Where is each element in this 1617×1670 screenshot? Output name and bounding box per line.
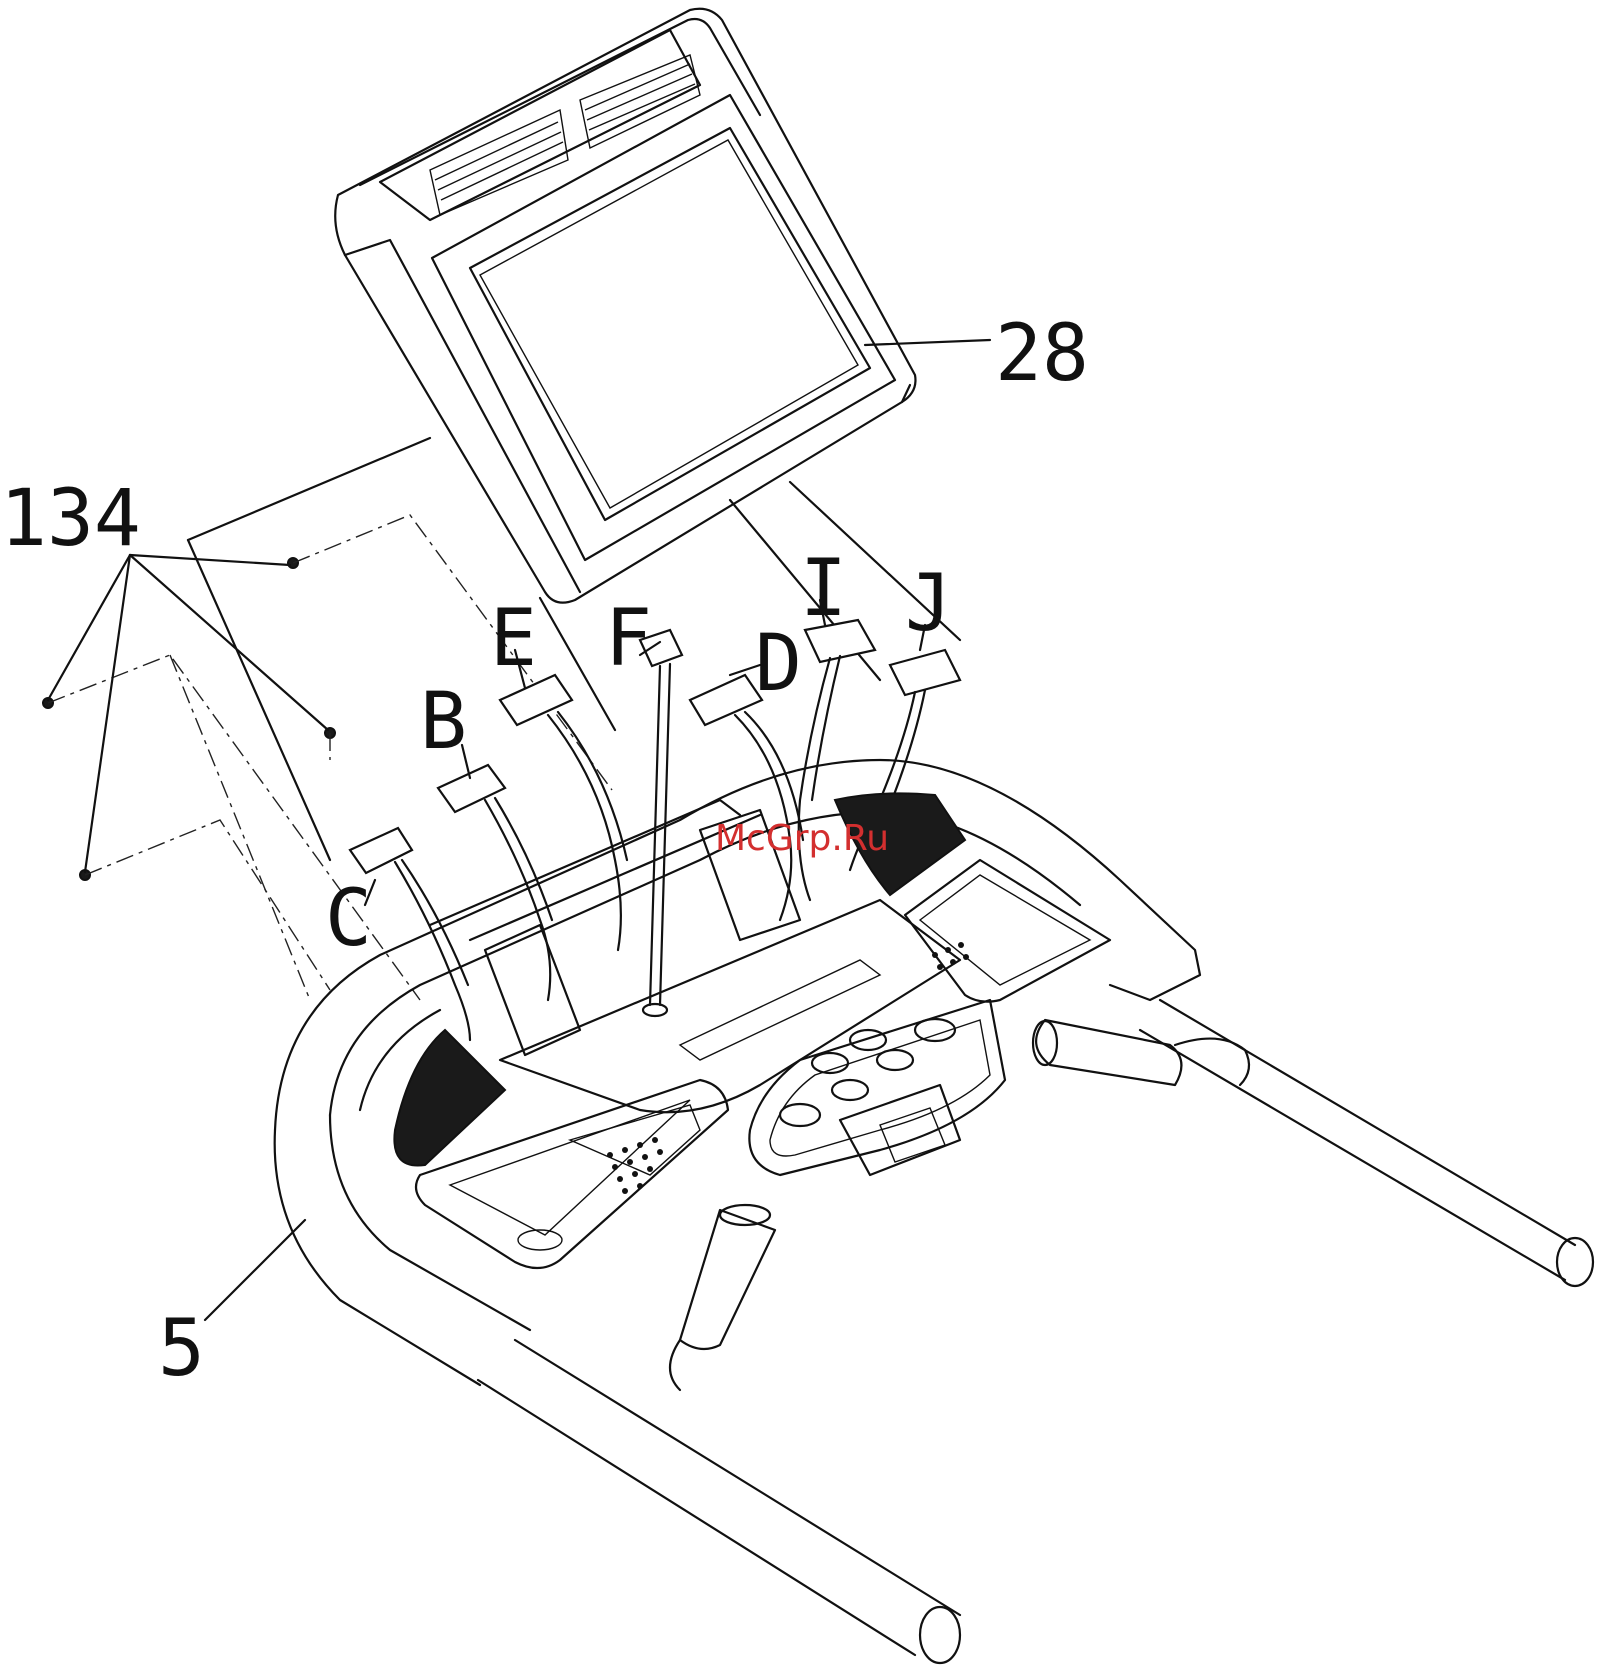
label-f: F [605,594,652,684]
label-e: E [490,594,537,684]
label-i: I [800,544,847,634]
label-d: D [755,619,802,709]
speaker-grill-left [607,1137,663,1194]
connector-j [890,650,960,695]
leader-28 [865,340,990,345]
left-grip-pad [394,1030,505,1166]
key-5 [877,1050,913,1070]
watermark: McGrp.Ru [715,818,889,859]
label-c: C [325,874,372,964]
key-1 [780,1104,820,1126]
key-4 [832,1080,868,1100]
label-28: 28 [995,309,1089,399]
label-134: 134 [0,474,141,564]
leader-134 [48,555,328,872]
label-j: J [905,559,952,649]
connector-b [438,765,505,812]
leader-5 [205,1220,305,1320]
label-b: B [420,677,467,767]
label-5: 5 [158,1304,205,1394]
key-3 [850,1030,886,1050]
keypad-panel [749,1000,1005,1175]
